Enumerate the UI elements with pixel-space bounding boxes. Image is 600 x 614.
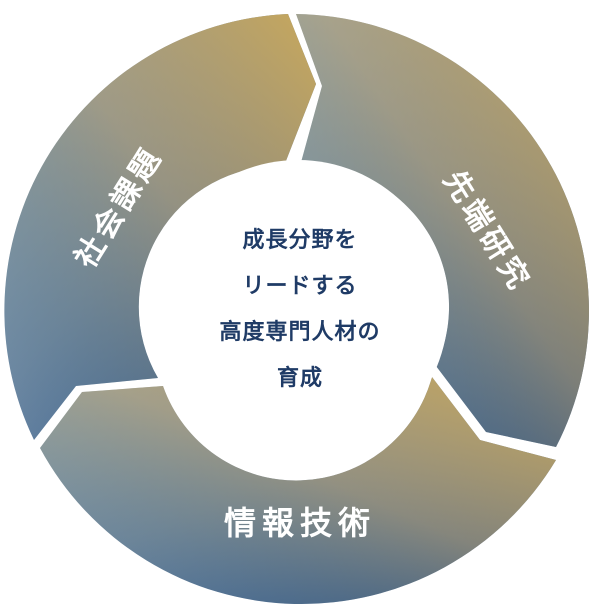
center-line-1: 成長分野を	[242, 228, 358, 253]
center-line-2: リードする	[242, 274, 358, 299]
label-information-technology: 情報技術	[224, 504, 376, 542]
center-line-3: 高度専門人材の	[219, 320, 381, 345]
ring	[4, 14, 589, 605]
center-line-4: 育成	[276, 366, 323, 391]
center-text: 成長分野を リードする 高度専門人材の 育成	[150, 190, 450, 430]
center-circle	[148, 160, 448, 460]
